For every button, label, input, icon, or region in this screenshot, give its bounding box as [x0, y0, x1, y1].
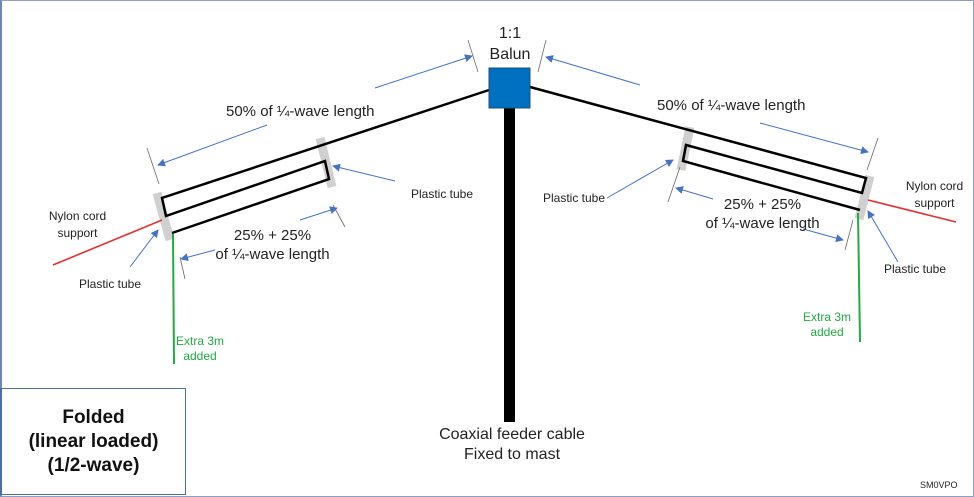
pointer-tube	[606, 159, 674, 199]
plastic-tube-left-outer	[152, 191, 175, 242]
pointer-tube	[867, 210, 899, 263]
nylon-label-right-2: support	[914, 196, 955, 210]
plastic-tube-right-outer	[854, 174, 875, 221]
extra-wire-right	[857, 212, 861, 343]
extra-label-line1: Extra 3m	[802, 310, 851, 324]
plastic-tube-label: Plastic tube	[79, 277, 142, 291]
title-box: Folded (linear loaded) (1/2-wave)	[0, 388, 186, 495]
title-line2: (linear loaded)	[28, 430, 159, 452]
nylon-cord-left	[52, 219, 163, 266]
feeder-label-1: Coaxial feeder cable	[439, 426, 585, 443]
title-line1: Folded	[62, 406, 125, 428]
credit-label: SM0VPO	[920, 480, 958, 490]
balun-label: Balun	[489, 46, 531, 63]
split-label-left-2: of ¼-wave length	[215, 246, 330, 263]
left-folded-element	[160, 88, 490, 235]
title-line3: (1/2-wave)	[47, 454, 140, 476]
balun-ratio: 1:1	[498, 25, 522, 42]
extra-label-line2: added	[183, 349, 217, 363]
pointer-tube	[129, 229, 159, 268]
plastic-tube-label: Plastic tube	[543, 191, 606, 205]
nylon-label-left-2: support	[57, 226, 98, 240]
length-label-right: 50% of ¼-wave length	[657, 97, 806, 114]
nylon-cord-right	[867, 199, 957, 223]
dimension-arrows	[129, 54, 899, 268]
feeder-label-2: Fixed to mast	[463, 446, 561, 463]
nylon-label-left-1: Nylon cord	[48, 209, 107, 223]
extra-label-line1: Extra 3m	[175, 334, 224, 348]
mast-feeder	[504, 106, 515, 422]
balun-box	[488, 67, 531, 109]
plastic-tube-label: Plastic tube	[411, 187, 474, 201]
extra-label-line2: added	[810, 325, 844, 339]
split-label-right-1: 25% + 25%	[723, 196, 802, 213]
pointer-tube	[332, 163, 396, 182]
right-folded-element	[529, 85, 868, 212]
length-label-left: 50% of ¼-wave length	[226, 103, 375, 120]
extra-wire-left	[172, 233, 175, 365]
plastic-tube-label: Plastic tube	[884, 262, 947, 276]
split-label-right-2: of ¼-wave length	[705, 215, 820, 232]
split-label-left-1: 25% + 25%	[233, 227, 312, 244]
nylon-label-right-1: Nylon cord	[905, 179, 964, 193]
